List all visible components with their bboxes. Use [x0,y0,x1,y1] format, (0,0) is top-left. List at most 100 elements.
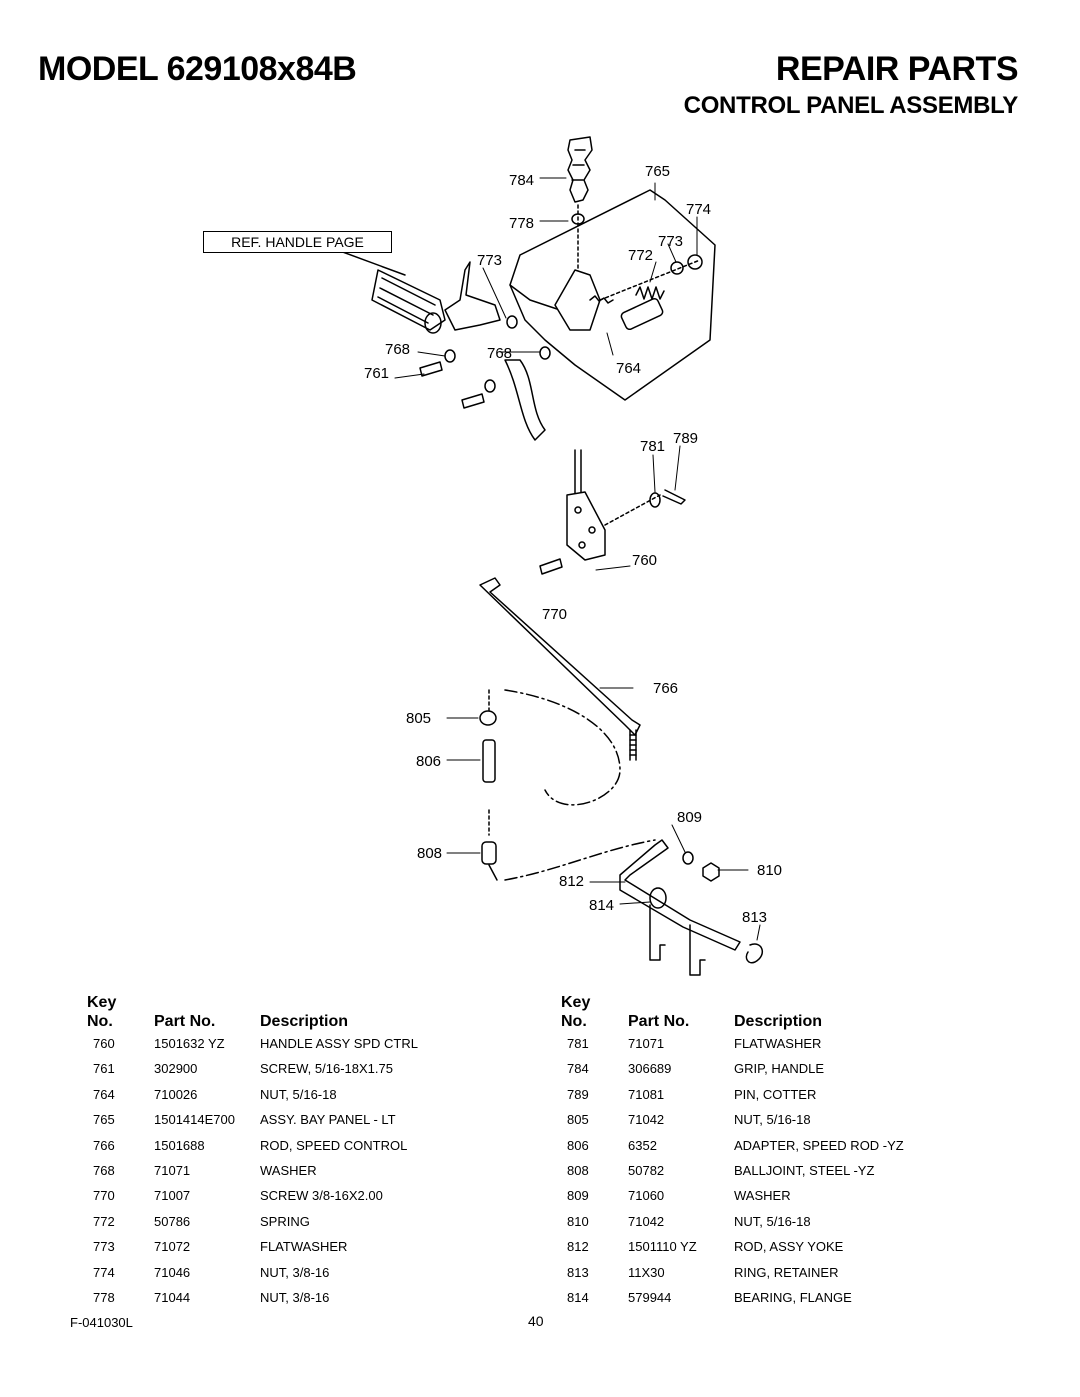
key-header-line1: Key [87,994,117,1011]
key-cell: 770 [93,1188,115,1204]
part-no-cell: 71071 [154,1162,191,1178]
key-cell: 774 [93,1264,115,1280]
callout-810: 810 [757,862,782,879]
description-cell: GRIP, HANDLE [734,1061,825,1077]
table-row: 770 71007 SCREW 3/8-16X2.00 [66,1184,526,1209]
description-cell: RING, RETAINER [734,1264,839,1280]
callout-761: 761 [364,365,389,382]
description-header: Description [734,1013,823,1030]
table-header: Key No. Part No. Description [66,994,526,1032]
callout-765: 765 [645,163,670,180]
callout-812: 812 [559,873,584,890]
key-cell: 761 [93,1061,115,1077]
key-cell: 810 [567,1213,589,1229]
callout-768: 768 [385,341,410,358]
part-no-cell: 71044 [154,1289,191,1305]
part-no-cell: 6352 [628,1137,657,1153]
part-no-cell: 306689 [628,1061,672,1077]
callout-778: 778 [509,215,534,232]
table-row: 766 1501688 ROD, SPEED CONTROL [66,1134,526,1159]
description-cell: SPRING [260,1213,310,1229]
part-no-cell: 1501688 [154,1137,205,1153]
callout-781: 781 [640,438,665,455]
part-no-cell: 1501414E700 [154,1112,235,1128]
table-row: 765 1501414E700 ASSY. BAY PANEL - LT [66,1108,526,1133]
callout-768: 768 [487,345,512,362]
description-cell: NUT, 5/16-18 [260,1086,337,1102]
description-cell: FLATWASHER [734,1036,822,1051]
part-no-cell: 71071 [628,1036,665,1051]
callout-770: 770 [542,606,567,623]
description-cell: WASHER [260,1162,317,1178]
key-cell: 766 [93,1137,115,1153]
description-cell: ASSY. BAY PANEL - LT [260,1112,396,1128]
table-row: 805 71042 NUT, 5/16-18 [540,1108,1000,1133]
key-cell: 772 [93,1213,115,1229]
callout-805: 805 [406,710,431,727]
part-no-cell: 71081 [628,1086,665,1102]
part-no-cell: 71060 [628,1188,665,1204]
table-header: Key No. Part No. Description [540,994,1000,1032]
callout-813: 813 [742,909,767,926]
description-cell: NUT, 5/16-18 [734,1213,811,1229]
table-row: 772 50786 SPRING [66,1210,526,1235]
part-no-cell: 50782 [628,1162,665,1178]
callout-814: 814 [589,897,614,914]
part-no-cell: 71007 [154,1188,191,1204]
exploded-parts-diagram: 784 765 774 778 773 772 773 768 768 761 … [339,136,782,976]
key-cell: 789 [567,1086,589,1102]
key-cell: 814 [567,1289,589,1305]
part-no-cell: 1501632 YZ [154,1036,225,1051]
part-no-header: Part No. [154,1013,216,1030]
description-cell: ROD, SPEED CONTROL [260,1137,408,1153]
key-cell: 778 [93,1289,115,1305]
key-cell: 765 [93,1112,115,1128]
part-no-cell: 71042 [628,1112,665,1128]
callout-784: 784 [509,172,534,189]
parts-table-right: Key No. Part No. Description 781 71071 FLA… [540,994,1000,1311]
section-title: CONTROL PANEL ASSEMBLY [683,92,1019,119]
key-header-line1: Key [561,994,591,1011]
description-cell: ROD, ASSY YOKE [734,1239,844,1255]
description-cell: HANDLE ASSY SPD CTRL [260,1036,418,1051]
document-code: F-041030L [70,1315,133,1330]
key-header-line2: No. [561,1013,587,1030]
key-cell: 808 [567,1162,589,1178]
part-no-cell: 50786 [154,1213,191,1229]
callout-789: 789 [673,430,698,447]
description-cell: SCREW, 5/16-18X1.75 [260,1061,393,1077]
callout-809: 809 [677,809,702,826]
description-cell: NUT, 3/8-16 [260,1264,330,1280]
page-number: 40 [528,1313,544,1329]
callout-774: 774 [686,201,711,218]
callout-773: 773 [658,233,683,250]
part-no-cell: 71072 [154,1239,191,1255]
key-cell: 781 [567,1036,589,1051]
callout-760: 760 [632,552,657,569]
description-cell: SCREW 3/8-16X2.00 [260,1188,383,1204]
description-cell: NUT, 5/16-18 [734,1112,811,1128]
part-no-cell: 1501110 YZ [628,1239,697,1255]
part-no-cell: 579944 [628,1289,672,1305]
callout-766: 766 [653,680,678,697]
key-cell: 805 [567,1112,589,1128]
key-cell: 764 [93,1086,115,1102]
description-header: Description [260,1013,349,1030]
description-cell: WASHER [734,1188,791,1204]
callout-806: 806 [416,753,441,770]
key-cell: 760 [93,1036,115,1051]
callout-772: 772 [628,247,653,264]
description-cell: FLATWASHER [260,1239,348,1255]
description-cell: PIN, COTTER [734,1086,817,1102]
